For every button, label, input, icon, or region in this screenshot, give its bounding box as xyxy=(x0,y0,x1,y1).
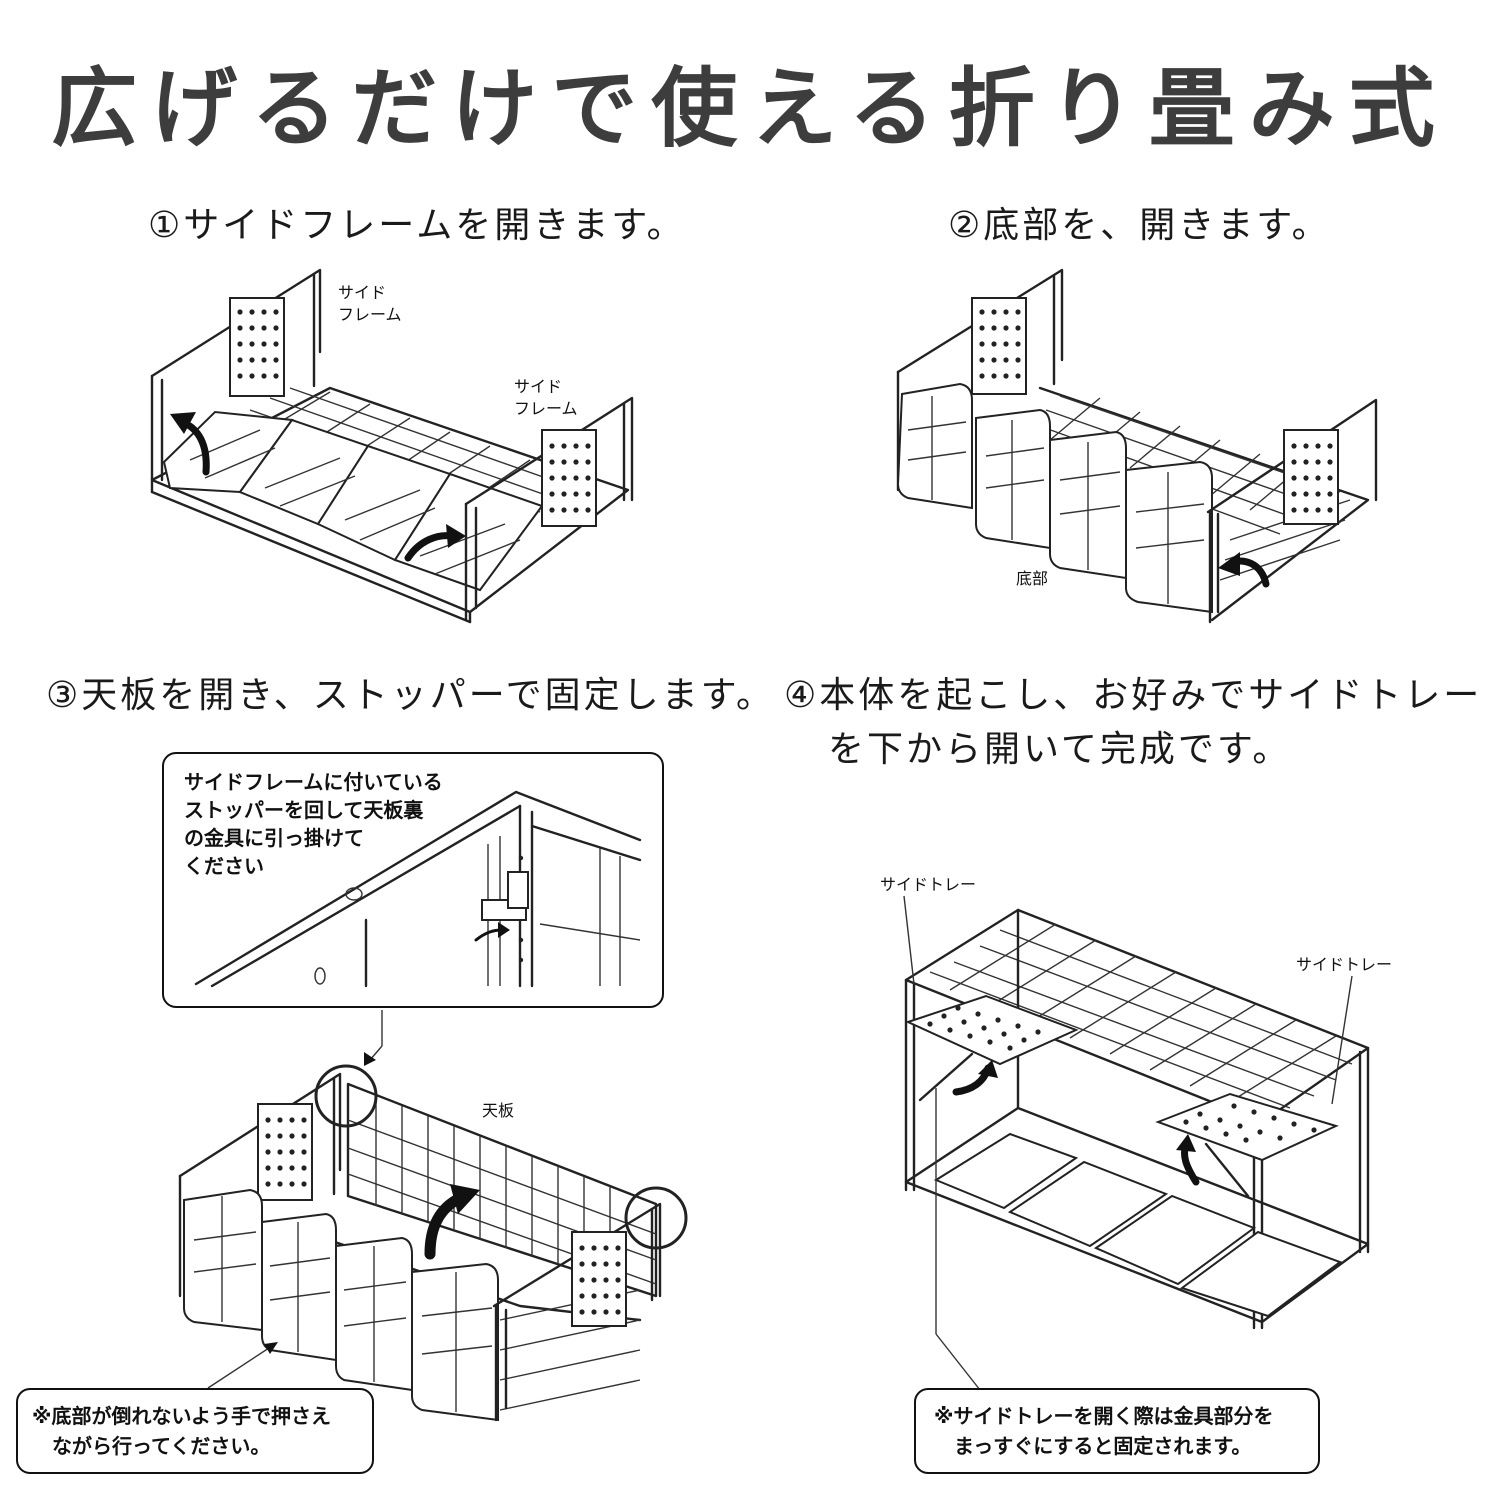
step1-illustration xyxy=(150,268,634,624)
step-3-heading: ③天板を開き、ストッパーで固定します。 xyxy=(46,675,775,716)
label-side-tray-left: サイドトレー xyxy=(880,875,977,894)
page-title: 広げるだけで使える折り畳み式 xyxy=(51,59,1449,159)
step-1-heading: ①サイドフレームを開きます。 xyxy=(148,205,686,246)
tray-note-line2: まっすぐにすると固定されます。 xyxy=(954,1434,1252,1458)
tray-note-box xyxy=(914,1388,1320,1474)
label-side-tray-right: サイドトレー xyxy=(1296,955,1393,974)
tray-note-line1: ※サイドトレーを開く際は金具部分を xyxy=(934,1404,1274,1428)
bottom-note-line1: ※底部が倒れないよう手で押さえ xyxy=(32,1404,332,1428)
stopper-note-line4: ください xyxy=(184,854,264,878)
step4-illustration xyxy=(903,895,1370,1391)
step-4-heading-line2: を下から開いて完成です。 xyxy=(828,729,1292,770)
label-side-frame-b-line1: サイド xyxy=(514,377,563,396)
label-top-board: 天板 xyxy=(482,1101,515,1120)
label-side-frame-a-line2: フレーム xyxy=(338,305,402,324)
stopper-note-line3: の金具に引っ掛けて xyxy=(184,826,364,850)
stopper-note-line2: ストッパーを回して天板裏 xyxy=(184,798,424,822)
step3-illustration xyxy=(178,790,688,1422)
stopper-callout-box xyxy=(162,752,664,1008)
bottom-note-line2: ながら行ってください。 xyxy=(52,1434,271,1458)
label-side-frame-b-line2: フレーム xyxy=(514,399,578,418)
step-4-heading-line1: ④本体を起こし、お好みでサイドトレー xyxy=(784,675,1483,716)
stopper-note-line1: サイドフレームに付いている xyxy=(184,770,443,794)
label-bottom: 底部 xyxy=(1016,569,1049,588)
bottom-note-box xyxy=(16,1388,374,1474)
label-side-frame-a-line1: サイド xyxy=(338,283,387,302)
step2-illustration xyxy=(896,268,1378,624)
step-2-heading: ②底部を、開きます。 xyxy=(948,205,1331,246)
